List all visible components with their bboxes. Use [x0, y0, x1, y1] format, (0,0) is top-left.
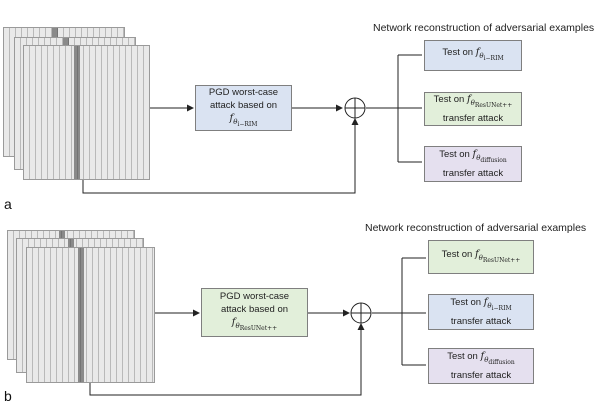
test-suffix-3-b: transfer attack — [450, 370, 512, 381]
skip-line-b — [89, 323, 365, 396]
panel-label-a: a — [4, 196, 12, 212]
test-func-3-b: diffusion — [488, 359, 515, 366]
test-func-1-a: i−RIM — [483, 55, 504, 62]
attack-line2-b: attack based on — [220, 304, 289, 315]
test-func-2-a: ResUNet++ — [474, 102, 513, 109]
test-prefix-2-a: Test on — [433, 94, 465, 105]
test-box-1-b: Test on fθResUNet++ — [428, 240, 534, 274]
test-prefix-1-b: Test on — [441, 248, 473, 260]
test-prefix-1-a: Test on — [442, 47, 474, 58]
attack-line1-b: PGD worst-case — [219, 291, 290, 302]
skip-line-a — [82, 118, 359, 194]
test-box-1-a: Test on fθi−RIM — [424, 40, 522, 71]
test-suffix-3-a: transfer attack — [442, 168, 504, 179]
test-func-2-b: i−RIM — [491, 305, 512, 312]
image-slice — [26, 247, 155, 383]
test-prefix-3-a: Test on — [439, 149, 470, 160]
test-box-3-a: Test on fθdiffusion transfer attack — [424, 146, 522, 182]
test-box-3-b: Test on fθdiffusion transfer attack — [428, 348, 534, 384]
attack-line2-a: attack based on — [209, 99, 278, 111]
header-b: Network reconstruction of adversarial ex… — [365, 222, 587, 234]
panel-label-b: b — [4, 388, 12, 404]
test-box-2-b: Test on fθi−RIM transfer attack — [428, 294, 534, 330]
header-a: Network reconstruction of adversarial ex… — [373, 22, 595, 34]
attack-func-b: ResUNet++ — [239, 325, 278, 332]
test-suffix-2-b: transfer attack — [450, 316, 512, 327]
test-func-1-b: ResUNet++ — [482, 256, 521, 264]
test-prefix-3-b: Test on — [447, 351, 478, 362]
test-func-3-a: diffusion — [480, 157, 507, 164]
attack-box-a: PGD worst-case attack based on fθi−RIM — [195, 85, 292, 131]
attack-box-b: PGD worst-case attack based on fθResUNet… — [201, 288, 308, 337]
test-box-2-a: Test on fθResUNet++ transfer attack — [424, 92, 522, 126]
test-suffix-2-a: transfer attack — [442, 113, 504, 124]
image-slice — [23, 45, 150, 180]
test-prefix-2-b: Test on — [450, 297, 482, 308]
attack-func-a: i−RIM — [237, 120, 258, 128]
attack-line1-a: PGD worst-case — [208, 86, 279, 98]
